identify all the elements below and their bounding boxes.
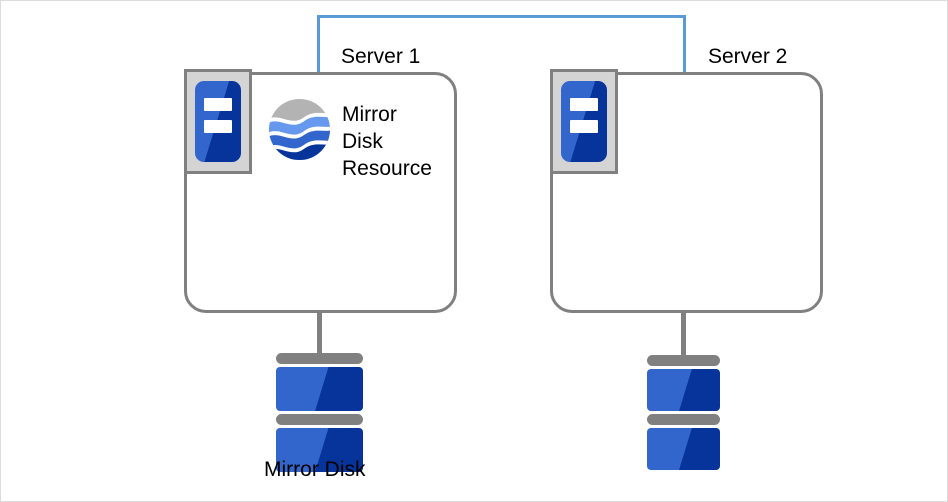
server-icon-slot-bottom bbox=[204, 120, 232, 133]
server-icon-body bbox=[561, 81, 607, 162]
network-link-to-server-1 bbox=[317, 15, 320, 75]
disk-bar-middle bbox=[647, 414, 720, 425]
disk-bar-middle bbox=[276, 414, 363, 425]
server-icon-slot-bottom bbox=[570, 120, 598, 133]
network-link-to-server-2 bbox=[683, 15, 686, 75]
server-icon bbox=[550, 69, 618, 174]
disk-stack-icon bbox=[647, 355, 720, 470]
server-2-label: Server 2 bbox=[708, 45, 788, 68]
disk-platter-upper bbox=[276, 367, 363, 411]
server-2-disk-connector bbox=[681, 311, 686, 359]
disk-bar-top bbox=[276, 353, 363, 364]
disk-bar-top bbox=[647, 355, 720, 366]
server-1-label: Server 1 bbox=[341, 45, 421, 68]
mirror-disk-resource-label: Mirror Disk Resource bbox=[342, 103, 432, 180]
disk-platter-lower bbox=[276, 428, 363, 472]
mirror-disk-caption: Mirror Disk bbox=[264, 458, 366, 481]
network-link-horizontal bbox=[317, 15, 686, 18]
server-1-disk-connector bbox=[317, 311, 322, 359]
server-icon bbox=[184, 69, 252, 174]
server-icon-body bbox=[195, 81, 241, 162]
server-icon-slot-top bbox=[204, 98, 232, 111]
server-icon-slot-top bbox=[570, 98, 598, 111]
disk-platter-upper bbox=[647, 369, 720, 411]
globe-icon bbox=[268, 98, 331, 161]
disk-stack-icon bbox=[276, 353, 363, 472]
disk-platter-lower bbox=[647, 428, 720, 470]
